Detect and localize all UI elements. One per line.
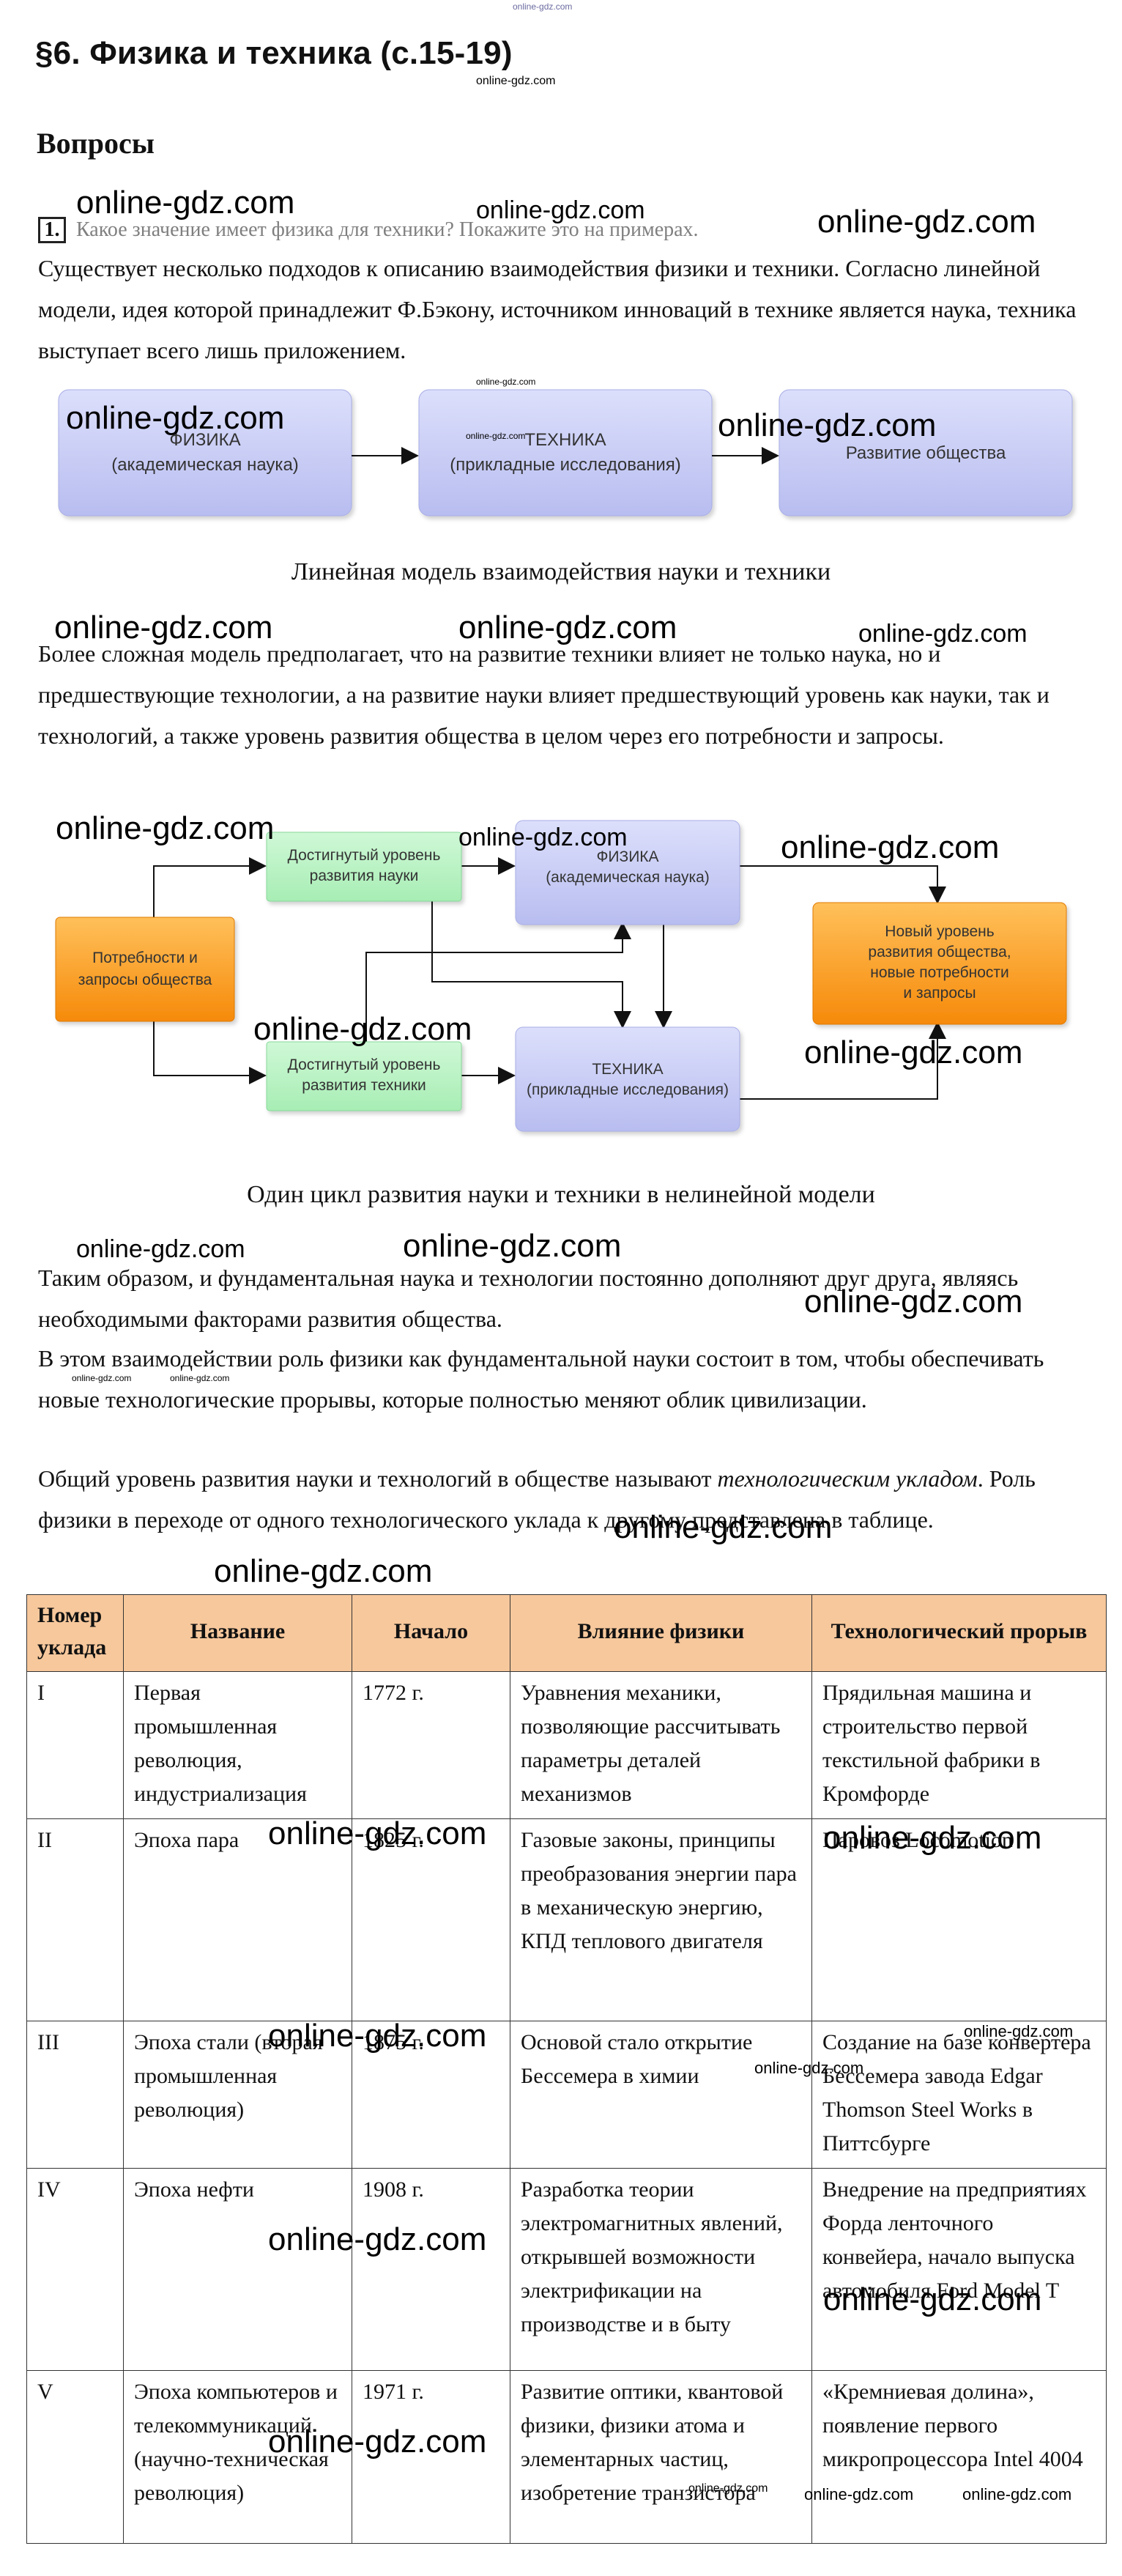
- header-name: Название: [123, 1594, 352, 1672]
- cell-breakthrough: Внедрение на предприятиях Форда ленточно…: [811, 2168, 1107, 2371]
- cell-name: Эпоха компьютеров и телекоммуникаций (на…: [123, 2370, 352, 2544]
- tech-orders-table-wrap: Номер уклада Название Начало Влияние физ…: [26, 1594, 1107, 2544]
- technology-box: [515, 1026, 740, 1132]
- needs-box: [55, 917, 235, 1022]
- physics-sub: (академическая наука): [546, 869, 710, 886]
- header-physics-influence: Влияние физики: [510, 1594, 812, 1672]
- paragraph-tech-order-a: Общий уровень развития науки и технологи…: [38, 1465, 718, 1492]
- cell-physics: Уравнения механики, позволяющие рассчиты…: [510, 1671, 812, 1819]
- linear-physics-box: [58, 389, 352, 517]
- term-tech-order: технологическим укладом: [717, 1465, 978, 1492]
- cell-number: V: [26, 2370, 124, 2544]
- watermark: online-gdz.com: [817, 204, 1036, 240]
- paragraph-complex-model: Более сложная модель предполагает, что н…: [38, 640, 1049, 749]
- tech-level-box: [266, 1041, 462, 1111]
- table-header-row: Номер уклада Название Начало Влияние физ…: [26, 1594, 1107, 1672]
- table-row: V Эпоха компьютеров и телекоммуникаций (…: [26, 2370, 1107, 2544]
- linear-tech-box: [418, 389, 713, 517]
- cell-start: 1772 г.: [352, 1671, 510, 1819]
- page-title: §6. Физика и техника (с.15-19): [35, 35, 513, 71]
- nonlinear-model-caption: Один цикл развития науки и техники в нел…: [247, 1181, 875, 1208]
- watermark: online-gdz.com: [76, 185, 295, 221]
- physics-title: ФИЗИКА: [596, 848, 658, 865]
- tech-level-line-1: Достигнутый уровень: [288, 1056, 441, 1073]
- cell-start: 1875 г.: [352, 2021, 510, 2169]
- cell-physics: Основой стало открытие Бессемера в химии: [510, 2021, 812, 2169]
- table-row: IV Эпоха нефти 1908 г. Разработка теории…: [26, 2168, 1107, 2371]
- cell-breakthrough: Создание на базе конвертера Бессемера за…: [811, 2021, 1107, 2169]
- header-start: Начало: [352, 1594, 510, 1672]
- paragraph-tech-order: Общий уровень развития науки и технологи…: [38, 1458, 1078, 1540]
- table-row: I Первая промышленная революция, индустр…: [26, 1671, 1107, 1819]
- cell-name: Эпоха нефти: [123, 2168, 352, 2371]
- linear-society-box: [779, 389, 1073, 517]
- nonlinear-connectors: [153, 857, 946, 1100]
- table-row: II Эпоха пара 1825 г. Газовые законы, пр…: [26, 1818, 1107, 2021]
- nonlinear-model-diagram: Потребности и запросы общества Достигнут…: [55, 820, 1067, 1132]
- cell-breakthrough: Прядильная машина и строительство первой…: [811, 1671, 1107, 1819]
- linear-physics-title: ФИЗИКА: [169, 430, 240, 450]
- header-number: Номер уклада: [26, 1594, 124, 1672]
- linear-model-diagram: ФИЗИКА (академическая наука) ТЕХНИКА (пр…: [58, 389, 1073, 517]
- cell-name: Первая промышленная революция, индустриа…: [123, 1671, 352, 1819]
- needs-line-1: Потребности и: [92, 950, 198, 966]
- top-watermark: online-gdz.com: [513, 1, 573, 12]
- watermark: online-gdz.com: [476, 75, 556, 87]
- tech-level-line-2: развития техники: [302, 1077, 426, 1094]
- cell-name: Эпоха стали (вторая промышленная революц…: [123, 2021, 352, 2169]
- cell-start: 1825 г.: [352, 1818, 510, 2021]
- science-level-line-2: развития науки: [310, 867, 419, 884]
- needs-line-2: запросы общества: [78, 971, 212, 988]
- table-row: III Эпоха стали (вторая промышленная рев…: [26, 2021, 1107, 2169]
- header-breakthrough: Технологический прорыв: [811, 1594, 1107, 1672]
- cell-start: 1971 г.: [352, 2370, 510, 2544]
- section-heading: Вопросы: [37, 127, 155, 160]
- paragraph-role: В этом взаимодействии роль физики как фу…: [38, 1345, 1044, 1413]
- new-level-line-1: Новый уровень: [885, 923, 994, 940]
- cell-physics: Развитие оптики, квантовой физики, физик…: [510, 2370, 812, 2544]
- linear-tech-title: ТЕХНИКА: [524, 430, 606, 450]
- linear-model-caption: Линейная модель взаимодействия науки и т…: [291, 558, 831, 585]
- watermark: online-gdz.com: [214, 1553, 433, 1589]
- cell-number: II: [26, 1818, 124, 2021]
- paragraph-intro: Существует несколько подходов к описанию…: [38, 255, 1077, 363]
- question-text: Какое значение имеет физика для техники?…: [76, 218, 699, 241]
- tech-orders-table: Номер уклада Название Начало Влияние физ…: [26, 1594, 1107, 2544]
- cell-name: Эпоха пара: [123, 1818, 352, 2021]
- cell-number: I: [26, 1671, 124, 1819]
- paragraph-tech-order-b: . Роль физики в переходе от одного техно…: [38, 1465, 1036, 1533]
- cell-breakthrough: Паровоз Locomotion: [811, 1818, 1107, 2021]
- physics-box: [515, 820, 740, 925]
- technology-title: ТЕХНИКА: [592, 1061, 663, 1078]
- cell-physics: Разработка теории электромагнитных явлен…: [510, 2168, 812, 2371]
- cell-physics: Газовые законы, принципы преобразования …: [510, 1818, 812, 2021]
- new-level-line-2: развития общества,: [868, 944, 1011, 961]
- paragraph-conclusion: Таким образом, и фундаментальная наука и…: [38, 1265, 1019, 1332]
- cell-breakthrough: «Кремниевая долина», появление первого м…: [811, 2370, 1107, 2544]
- science-level-box: [266, 832, 462, 902]
- cell-number: III: [26, 2021, 124, 2169]
- new-level-line-4: и запросы: [903, 985, 976, 1002]
- new-level-box: [812, 902, 1067, 1025]
- cell-start: 1908 г.: [352, 2168, 510, 2371]
- question-row: 1. Какое значение имеет физика для техни…: [38, 217, 699, 243]
- new-level-line-3: новые потребности: [870, 964, 1009, 981]
- linear-physics-sub: (академическая наука): [111, 455, 299, 475]
- linear-society-label: Развитие общества: [846, 443, 1006, 463]
- cell-number: IV: [26, 2168, 124, 2371]
- science-level-line-1: Достигнутый уровень: [288, 847, 441, 864]
- question-number: 1.: [38, 217, 66, 243]
- technology-sub: (прикладные исследования): [527, 1081, 729, 1098]
- linear-tech-sub: (прикладные исследования): [450, 455, 680, 475]
